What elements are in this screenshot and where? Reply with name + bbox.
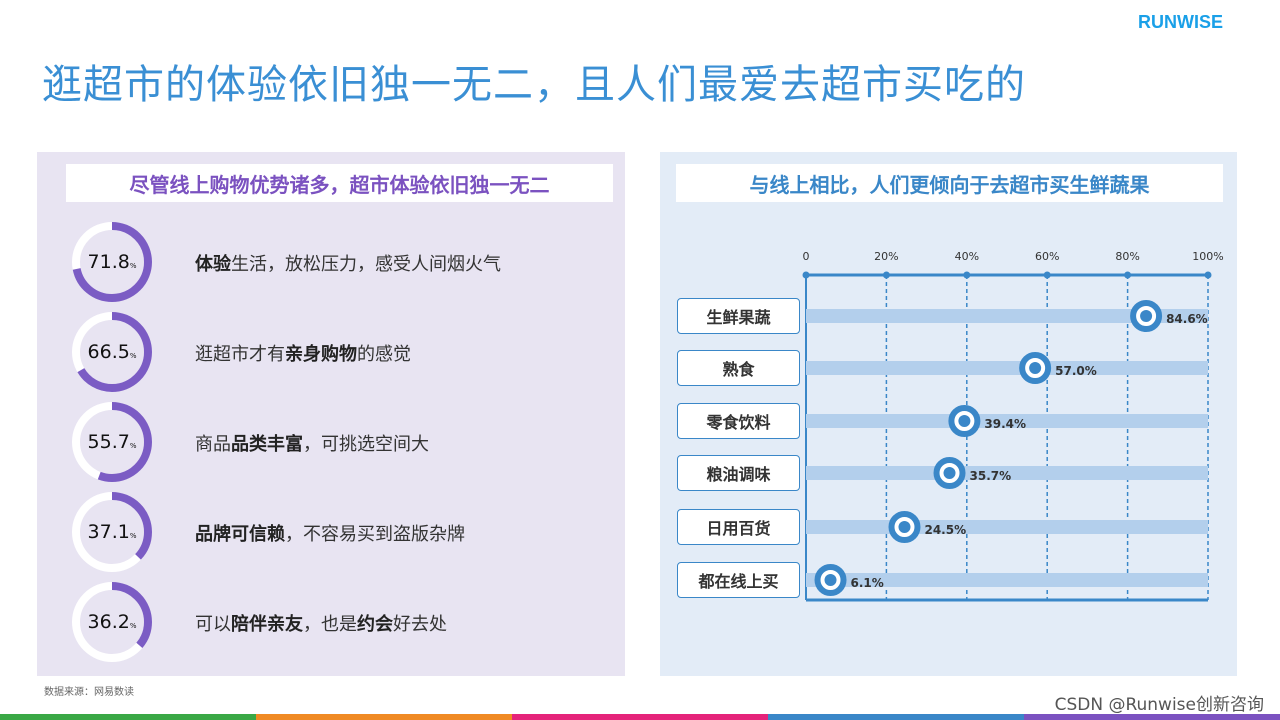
stat-item: 37.1% 品牌可信赖，不容易买到盗版杂牌 <box>37 486 625 576</box>
value-dot-center <box>1140 310 1153 322</box>
tick-label: 100% <box>1192 250 1224 263</box>
donut-chart <box>72 312 152 392</box>
tick-label: 20% <box>874 250 899 263</box>
bar-track <box>806 573 1208 587</box>
bar-track <box>806 466 1208 480</box>
donut-value: 37.1% <box>87 521 137 543</box>
stripe-pink <box>512 714 768 720</box>
category-label: 零食饮料 <box>677 403 800 439</box>
right-panel: 与线上相比，人们更倾向于去超市买生鲜蔬果 0 20% 40% 60% 80% 100% 生鲜… <box>660 152 1237 676</box>
bar-track <box>806 361 1208 375</box>
data-label: 84.6% <box>1166 312 1208 326</box>
donut-fill <box>72 582 152 662</box>
data-label: 57.0% <box>1055 364 1097 378</box>
data-label: 39.4% <box>984 417 1027 431</box>
stat-description: 品牌可信赖，不容易买到盗版杂牌 <box>195 524 465 545</box>
runwise-logo: RUNWISE <box>1138 12 1223 32</box>
value-dot-center <box>943 467 956 479</box>
data-label: 6.1% <box>850 576 884 590</box>
bar-track <box>806 309 1208 323</box>
category-label: 日用百货 <box>677 509 800 545</box>
tick-label: 60% <box>1034 250 1060 263</box>
data-label: 24.5% <box>924 523 967 537</box>
category-label: 熟食 <box>677 350 800 386</box>
donut-fill <box>72 222 152 302</box>
data-label: 35.7% <box>969 469 1012 483</box>
dot-bar-chart <box>802 271 1212 602</box>
right-panel-header: 与线上相比，人们更倾向于去超市买生鲜蔬果 <box>676 164 1223 202</box>
category-label: 都在线上买 <box>677 562 800 598</box>
stat-description: 体验生活，放松压力，感受人间烟火气 <box>195 254 501 275</box>
stripe-blue <box>768 714 1024 720</box>
donut-chart <box>72 582 152 662</box>
left-panel: 尽管线上购物优势诸多，超市体验依旧独一无二 71.8% 体验生活，放松压力，感受人… <box>37 152 625 676</box>
stripe-purple <box>1024 714 1280 720</box>
data-source: 数据来源：网易数读 <box>44 687 134 698</box>
donut-value: 55.7% <box>87 431 137 453</box>
tick-label: 40% <box>954 250 980 263</box>
stat-description: 商品品类丰富，可挑选空间大 <box>195 434 429 455</box>
stripe-orange <box>256 714 512 720</box>
stat-item: 71.8% 体验生活，放松压力，感受人间烟火气 <box>37 216 625 306</box>
stat-item: 36.2% 可以陪伴亲友，也是约会好去处 <box>37 576 625 666</box>
donut-fill <box>72 402 152 482</box>
page-title: 逛超市的体验依旧独一无二，且人们最爱去超市买吃的 <box>42 62 1026 108</box>
value-dot-center <box>824 574 837 586</box>
donut-value: 66.5% <box>87 341 137 363</box>
bar-track <box>806 414 1208 428</box>
donut-chart <box>72 402 152 482</box>
left-panel-header: 尽管线上购物优势诸多，超市体验依旧独一无二 <box>66 164 613 202</box>
value-dot-center <box>958 415 971 427</box>
stat-item: 55.7% 商品品类丰富，可挑选空间大 <box>37 396 625 486</box>
donut-value: 36.2% <box>87 611 137 633</box>
stat-item: 66.5% 逛超市才有亲身购物的感觉 <box>37 306 625 396</box>
category-label: 生鲜果蔬 <box>677 298 800 334</box>
donut-fill <box>72 312 152 392</box>
value-dot-center <box>898 521 911 533</box>
stat-description: 逛超市才有亲身购物的感觉 <box>195 344 411 365</box>
tick-label: 0 <box>802 250 810 263</box>
watermark: CSDN @Runwise创新咨询 <box>1054 695 1264 715</box>
donut-fill <box>72 492 152 572</box>
tick-label: 80% <box>1115 250 1140 263</box>
donut-chart <box>72 492 152 572</box>
stat-description: 可以陪伴亲友，也是约会好去处 <box>195 614 447 635</box>
category-label: 粮油调味 <box>677 455 800 491</box>
bar-track <box>806 520 1208 534</box>
donut-value: 71.8% <box>87 251 137 273</box>
stripe-green <box>0 714 256 720</box>
donut-chart <box>72 222 152 302</box>
value-dot-center <box>1029 362 1042 374</box>
